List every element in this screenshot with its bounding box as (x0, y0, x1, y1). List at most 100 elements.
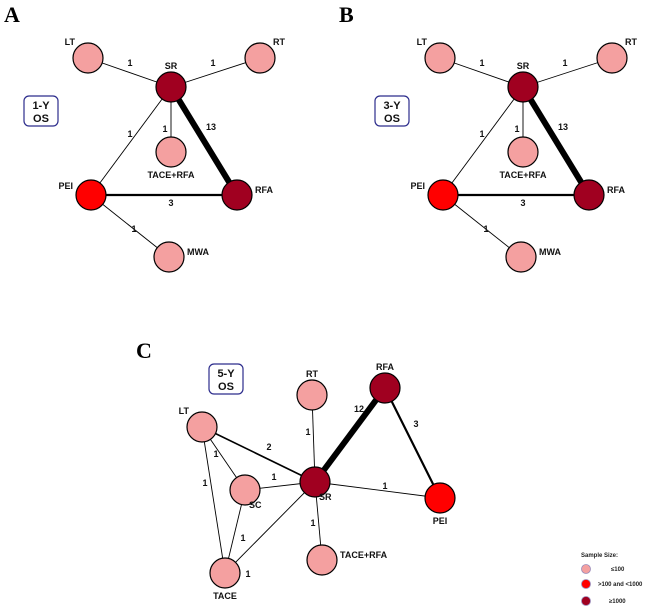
panel-c-node-rfa (369, 372, 401, 404)
panel-a-edge-rt-sr (170, 57, 261, 88)
panel-a-node-tace-rfa (155, 136, 187, 168)
panel-c-node-lt (186, 411, 218, 443)
panel-c-edge-sr-tace (224, 481, 316, 574)
panel-b-edge-sr-pei (442, 86, 524, 196)
os-label-line1: 5-Y (217, 368, 235, 380)
panel-b-node-tace-rfa (507, 136, 539, 168)
legend: Sample Size: ≤100 >100 and <1000 ≥1000 (581, 553, 643, 606)
panel-a-edge-count: 13 (206, 122, 216, 132)
panel-c-edge-count: 2 (266, 442, 271, 452)
panel-a-edge-sr-rfa (168, 85, 240, 197)
panel-c-node-sr (299, 466, 331, 498)
panel-b-edge-pei-mwa (442, 194, 522, 258)
os-label-line1: 1-Y (32, 100, 50, 112)
panel-b-edge-rt-sr (522, 57, 613, 88)
panel-b-node-sr (507, 71, 539, 103)
panel-b-node-label: RFA (607, 185, 626, 195)
os-label-line2: OS (218, 381, 234, 393)
panel-c-edge-lt-sr (201, 426, 316, 483)
panel-c-edge-count: 1 (305, 427, 310, 437)
panel-c-edge-sr-pei (314, 481, 441, 499)
panel-c-edge-rfa-pei (384, 387, 441, 499)
panel-a-node-rt (244, 42, 276, 74)
panel-b-node-label: LT (417, 37, 428, 47)
panel-a-edge-pei-mwa (90, 194, 170, 258)
panel-b-edge-count: 1 (483, 224, 488, 234)
panel-b-edge-count: 13 (558, 122, 568, 132)
panel-b-edge-count: 1 (479, 58, 484, 68)
panel-c-node-label: RT (306, 369, 318, 379)
panel-c-edge-count: 1 (213, 449, 218, 459)
panel-a-node-sr (155, 71, 187, 103)
panel-c-node-label: TACE+RFA (340, 550, 388, 560)
panel-a-node-label: PEI (58, 181, 73, 191)
panel-c-node-label: PEI (433, 516, 448, 526)
panel-a-node-label: TACE+RFA (147, 170, 195, 180)
panel-c-node-sc (229, 474, 261, 506)
panel-b-node-rt (596, 42, 628, 74)
panel-b-letter: B (339, 2, 354, 27)
panel-a-node-label: RT (273, 37, 285, 47)
legend-label-medium: >100 and <1000 (598, 582, 643, 588)
legend-swatch-small (581, 564, 591, 574)
panel-a-node-label: RFA (255, 185, 274, 195)
legend-swatch-large (581, 596, 591, 606)
panel-c-edge-count: 1 (245, 569, 250, 579)
os-label-line2: OS (384, 113, 400, 125)
panel-a-os-box: 1-Y OS (23, 95, 59, 127)
panel-c-edge-count: 1 (271, 472, 276, 482)
panel-c-edge-count: 1 (382, 481, 387, 491)
panel-b-node-label: MWA (539, 247, 561, 257)
legend-label-small: ≤100 (611, 567, 625, 573)
panel-c-edge-rfa-sr (312, 386, 388, 484)
panel-b-node-label: SR (517, 61, 530, 71)
panel-c-os-box: 5-Y OS (208, 363, 244, 395)
panel-b-node-mwa (505, 241, 537, 273)
panel-c-node-label: RFA (376, 362, 395, 372)
panel-b-edge-count: 3 (520, 198, 525, 208)
panel-a-edge-count: 1 (127, 129, 132, 139)
panel-a-edge-count: 1 (127, 58, 132, 68)
panel-c-node-label: TACE (213, 591, 237, 601)
legend-title: Sample Size: (581, 553, 618, 559)
legend-label-large: ≥1000 (609, 599, 626, 605)
panel-c-node-rt (296, 379, 328, 411)
panel-a-edge-sr-pei (90, 86, 172, 196)
panel-a-edge-count: 1 (210, 58, 215, 68)
panel-c-node-tace (209, 557, 241, 589)
panel-c-edge-count: 1 (202, 478, 207, 488)
panel-b-node-label: RT (625, 37, 637, 47)
legend-swatch-medium (581, 579, 591, 589)
panel-b-node-label: TACE+RFA (499, 170, 547, 180)
panel-c-node-tace-rfa (306, 544, 338, 576)
panel-a-edge-count: 1 (162, 124, 167, 134)
panel-b-node-pei (427, 179, 459, 211)
panel-b-node-lt (424, 42, 456, 74)
panel-b-node-rfa (573, 179, 605, 211)
panel-a-node-label: MWA (187, 247, 209, 257)
panel-a-edge-count: 1 (131, 224, 136, 234)
panel-b-node-label: PEI (410, 181, 425, 191)
os-box-frame (208, 363, 244, 395)
os-label-line1: 3-Y (383, 100, 401, 112)
panel-a-node-label: LT (65, 37, 76, 47)
os-box-frame (23, 95, 59, 127)
panel-a-letter: A (4, 2, 20, 27)
panel-a-node-label: SR (165, 61, 178, 71)
panel-a-node-lt (72, 42, 104, 74)
panel-a-node-pei (75, 179, 107, 211)
panel-a-node-rfa (221, 179, 253, 211)
panel-c-edge-lt-tace (201, 426, 226, 574)
panel-b-os-box: 3-Y OS (374, 95, 410, 127)
panel-c-letter: C (136, 338, 152, 363)
panel-c-edge-count: 1 (240, 533, 245, 543)
panel-b-edge-sr-rfa (520, 85, 592, 197)
panel-c-node-label: LT (179, 406, 190, 416)
panel-c-node-pei (424, 482, 456, 514)
panel-b-edge-count: 1 (514, 124, 519, 134)
os-box-frame (374, 95, 410, 127)
panel-b-edge-count: 1 (562, 58, 567, 68)
panel-b-edge-count: 1 (479, 129, 484, 139)
panel-a-edge-count: 3 (168, 198, 173, 208)
